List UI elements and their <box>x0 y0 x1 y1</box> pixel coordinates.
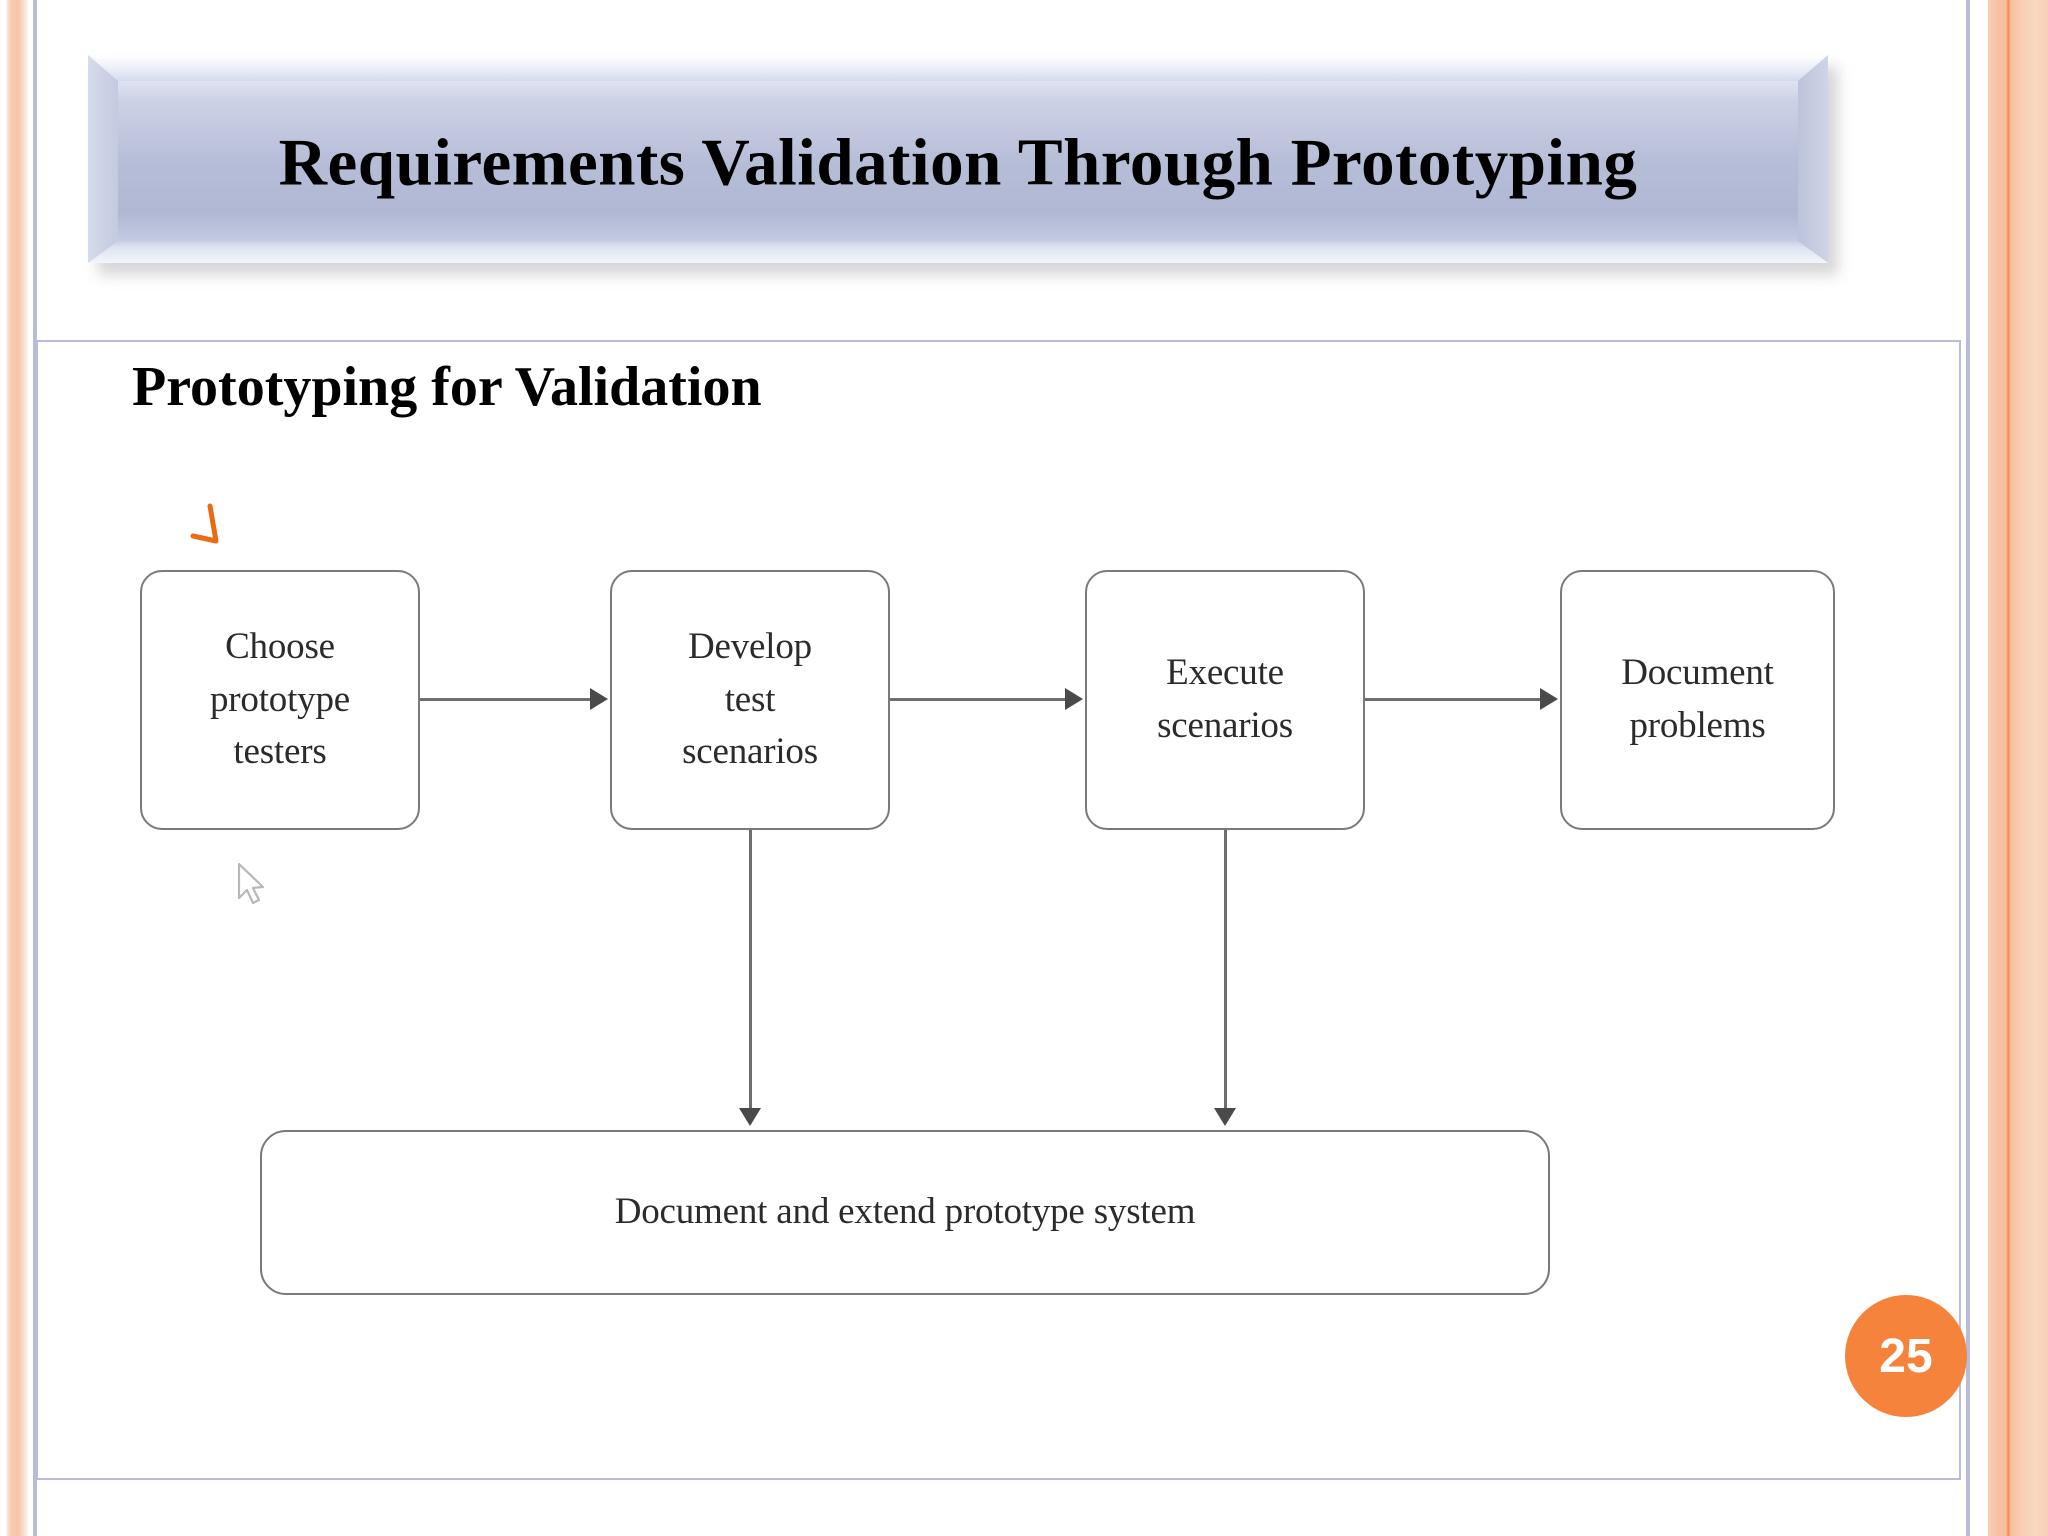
flow-node-develop-test-scenarios[interactable]: Develop test scenarios <box>610 570 890 830</box>
right-decorative-lavender-line <box>1966 0 1970 1536</box>
page-number-label: 25 <box>1879 1329 1933 1383</box>
flow-node-choose-prototype-testers[interactable]: Choose prototype testers <box>140 570 420 830</box>
connector-execute-to-extend <box>1224 830 1227 1112</box>
flow-node-label: Document problems <box>1621 652 1774 746</box>
orange-tick-annotation-icon <box>188 500 248 552</box>
flow-node-label: Choose prototype testers <box>209 626 350 773</box>
prototyping-flow-diagram: Choose prototype testers Develop test sc… <box>140 490 1900 1300</box>
flow-node-document-problems[interactable]: Document problems <box>1560 570 1835 830</box>
arrow-head-choose-to-develop <box>590 688 608 710</box>
banner-bevel-right <box>1798 55 1828 263</box>
connector-develop-to-extend <box>749 830 752 1112</box>
right-decorative-white-gap <box>1970 0 1988 1536</box>
mouse-cursor-icon <box>236 862 270 910</box>
flow-node-label: Document and extend prototype system <box>614 1191 1196 1233</box>
arrow-head-execute-to-extend <box>1214 1108 1236 1126</box>
title-banner-plate: Requirements Validation Through Prototyp… <box>88 55 1828 263</box>
arrow-head-execute-to-document <box>1540 688 1558 710</box>
flow-node-document-and-extend-prototype-system[interactable]: Document and extend prototype system <box>260 1130 1550 1295</box>
section-heading: Prototyping for Validation <box>132 356 762 418</box>
flow-node-label: Develop test scenarios <box>682 626 818 773</box>
connector-develop-to-execute <box>890 698 1067 701</box>
slide-title: Requirements Validation Through Prototyp… <box>278 125 1638 200</box>
banner-bevel-left <box>88 55 118 263</box>
banner-bevel-top <box>88 55 1828 81</box>
flow-node-label: Execute scenarios <box>1157 652 1293 746</box>
title-banner: Requirements Validation Through Prototyp… <box>88 55 1838 275</box>
left-decorative-peach-band <box>6 0 28 1536</box>
page-number-badge: 25 <box>1845 1295 1967 1417</box>
banner-bevel-bottom <box>88 241 1828 263</box>
left-decorative-lavender-line <box>33 0 37 1536</box>
connector-choose-to-develop <box>420 698 592 701</box>
connector-execute-to-document <box>1365 698 1542 701</box>
flow-node-execute-scenarios[interactable]: Execute scenarios <box>1085 570 1365 830</box>
right-decorative-peach-band <box>1988 0 2048 1536</box>
arrow-head-develop-to-execute <box>1065 688 1083 710</box>
arrow-head-develop-to-extend <box>739 1108 761 1126</box>
